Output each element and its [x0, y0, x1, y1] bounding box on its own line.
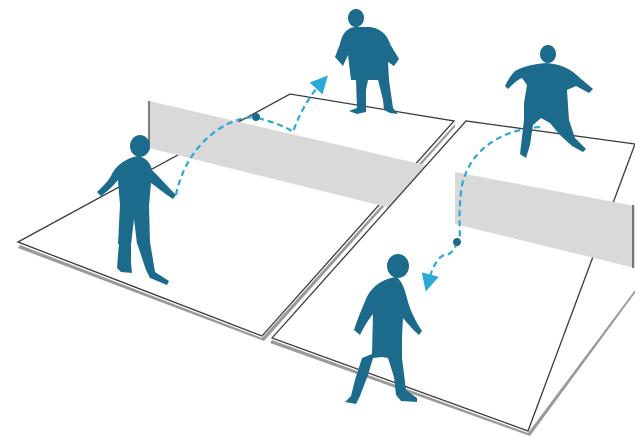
- left-ball-icon: [252, 113, 260, 121]
- player-silhouette-icon: [335, 9, 399, 114]
- right-ball-icon: [453, 238, 461, 246]
